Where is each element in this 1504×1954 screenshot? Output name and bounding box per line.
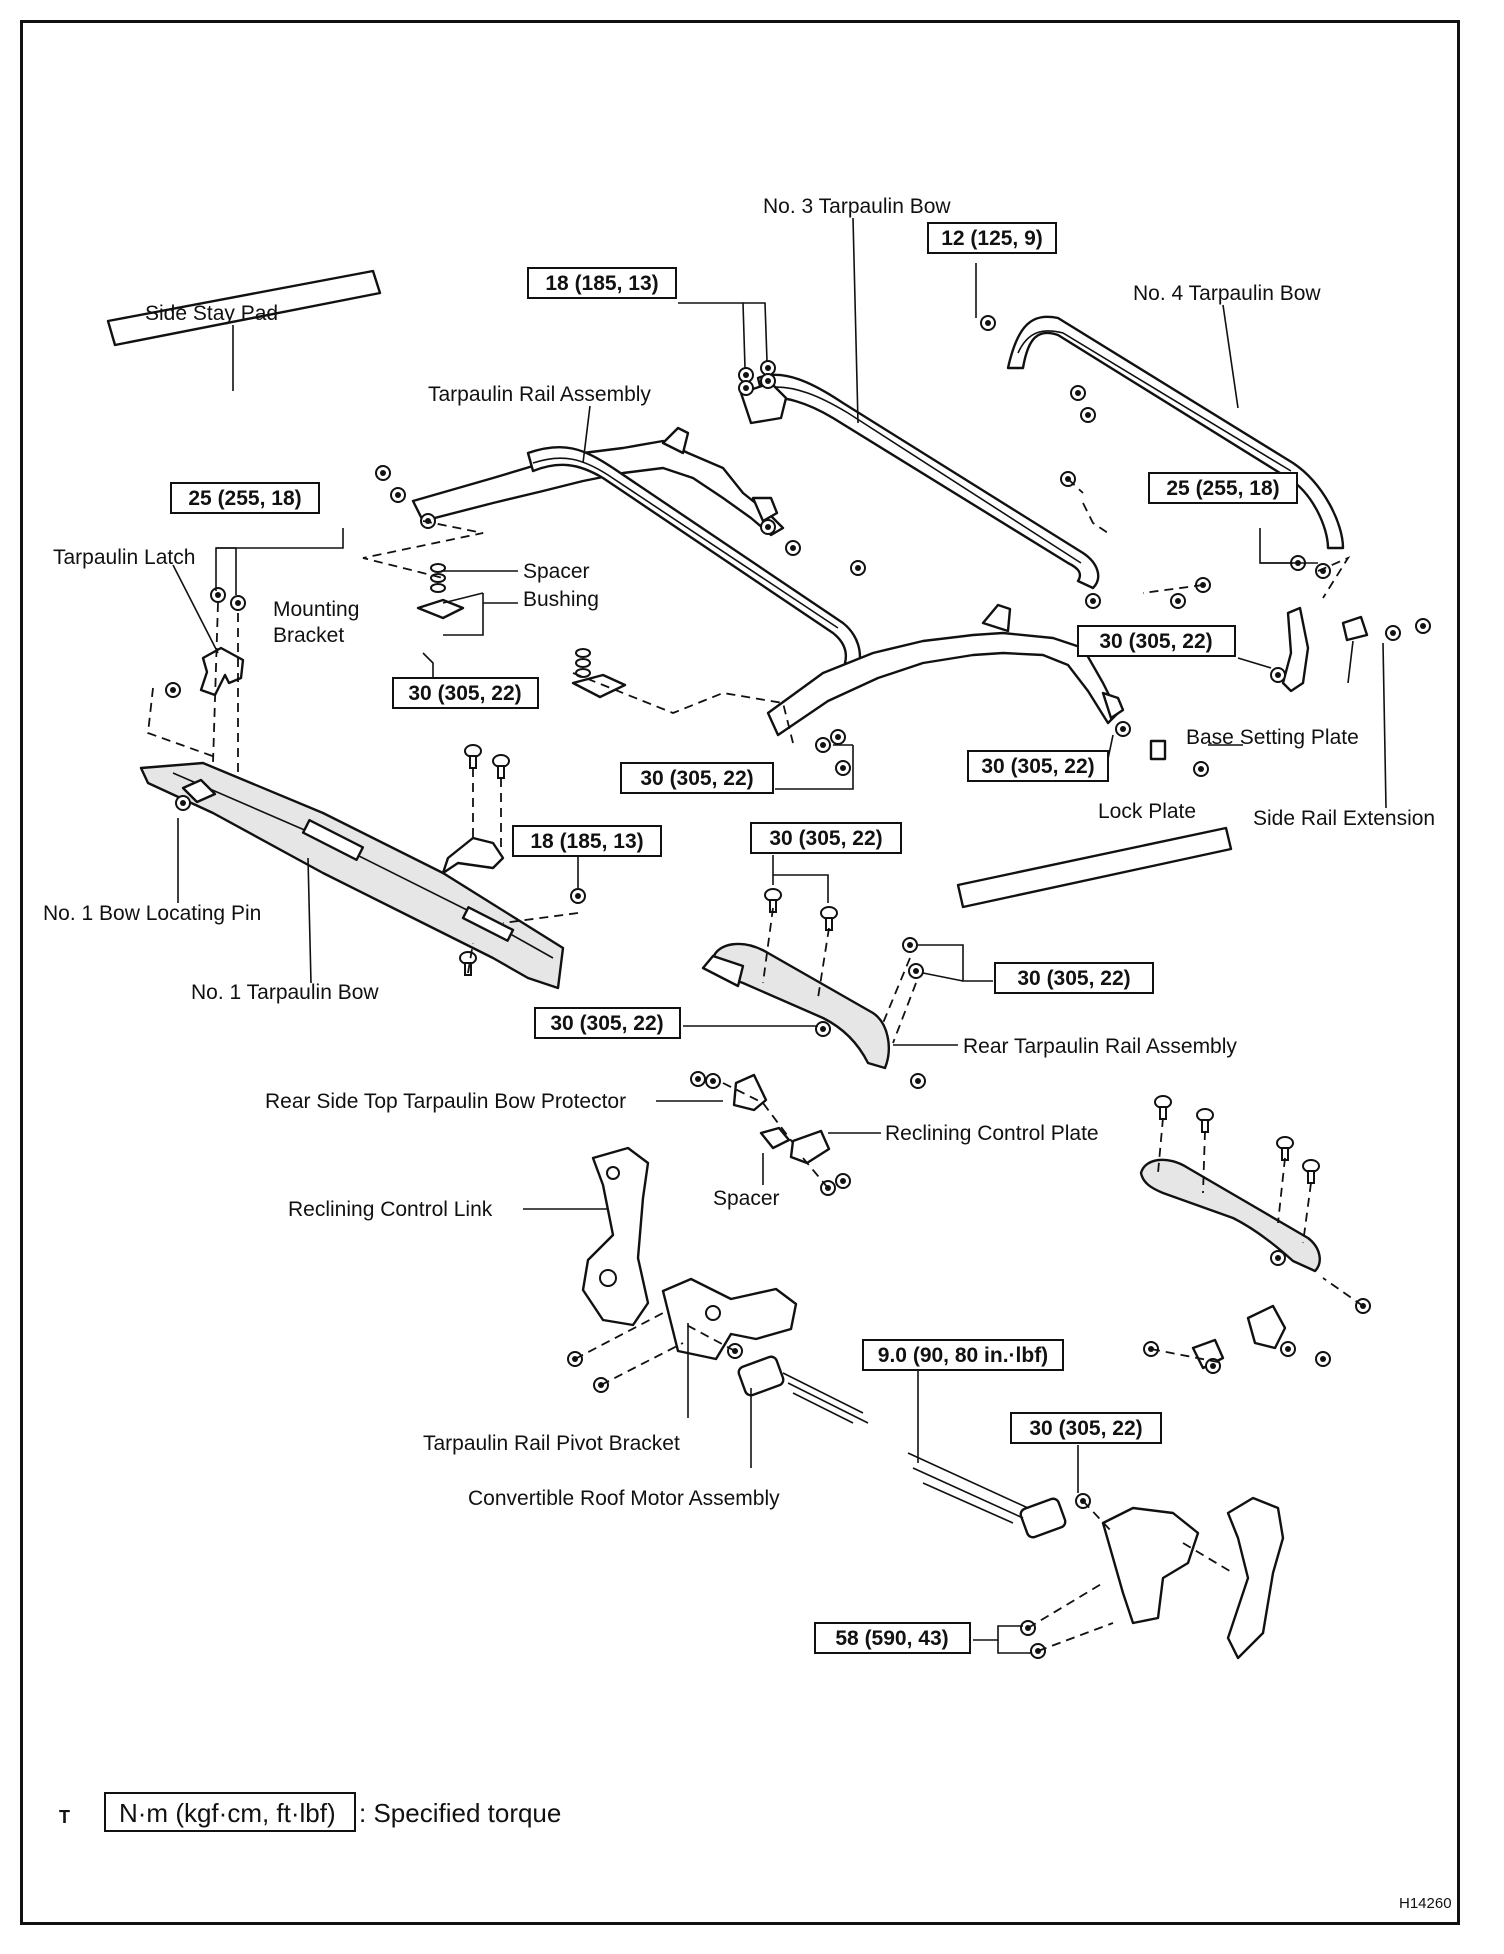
right-small-plate-part — [1246, 1304, 1287, 1350]
label-no1-bow-locating-pin: No. 1 Bow Locating Pin — [43, 902, 261, 925]
rear-tarpaulin-rail-right-part — [1139, 1158, 1321, 1273]
side-stay-pad-left — [106, 269, 382, 347]
side-stay-pad-right — [956, 826, 1233, 909]
label-no4-tarpaulin-bow: No. 4 Tarpaulin Bow — [1133, 282, 1321, 305]
right-pivot-bracket-part — [1101, 1506, 1200, 1625]
rear-tarpaulin-rail-assembly-part — [701, 942, 890, 1070]
label-spacer-upper: Spacer — [523, 560, 590, 583]
torque-spec-30-305-22-right-lower: 30 (305, 22) — [967, 750, 1109, 782]
label-lock-plate: Lock Plate — [1098, 800, 1196, 823]
legend-symbol: T — [59, 1807, 70, 1827]
figure-id: H14260 — [1399, 1895, 1452, 1912]
label-mounting-bracket-2: Bracket — [273, 624, 344, 647]
label-convertible-roof-motor-assembly: Convertible Roof Motor Assembly — [468, 1487, 780, 1510]
svg-text:25 (255, 18): 25 (255, 18) — [1166, 477, 1279, 500]
right-motor-part — [907, 1452, 1067, 1539]
svg-text:25 (255, 18): 25 (255, 18) — [188, 487, 301, 510]
label-tarpaulin-rail-assembly: Tarpaulin Rail Assembly — [428, 383, 651, 406]
label-no3-tarpaulin-bow: No. 3 Tarpaulin Bow — [763, 195, 951, 218]
svg-text:30 (305, 22): 30 (305, 22) — [550, 1012, 663, 1035]
convertible-roof-motor-assembly-part — [737, 1355, 869, 1424]
label-tarpaulin-rail-pivot-bracket: Tarpaulin Rail Pivot Bracket — [423, 1432, 680, 1455]
base-setting-plate-part — [1281, 606, 1310, 693]
reclining-control-plate-part — [789, 1129, 831, 1165]
label-reclining-control-link: Reclining Control Link — [288, 1198, 493, 1221]
torque-spec-18-185-13-top: 18 (185, 13) — [527, 267, 677, 299]
tarpaulin-rail-pivot-bracket-part — [661, 1277, 798, 1361]
svg-text:9.0 (90, 80 in.·lbf): 9.0 (90, 80 in.·lbf) — [878, 1344, 1048, 1367]
svg-text:30 (305, 22): 30 (305, 22) — [1029, 1417, 1142, 1440]
svg-text:30 (305, 22): 30 (305, 22) — [408, 682, 521, 705]
label-no1-tarpaulin-bow: No. 1 Tarpaulin Bow — [191, 981, 379, 1004]
svg-text:30 (305, 22): 30 (305, 22) — [1017, 967, 1130, 990]
right-reclining-link-part — [1226, 1496, 1285, 1660]
torque-spec-30-305-22-right-upper: 30 (305, 22) — [1077, 625, 1236, 657]
tarpaulin-latch-part — [199, 646, 245, 697]
torque-spec-25-255-18-right: 25 (255, 18) — [1148, 472, 1298, 504]
torque-spec-9-90-80: 9.0 (90, 80 in.·lbf) — [862, 1339, 1064, 1371]
label-bushing: Bushing — [523, 588, 599, 611]
torque-spec-30-305-22-bracket: 30 (305, 22) — [392, 677, 539, 709]
torque-spec-18-185-13-mid: 18 (185, 13) — [512, 825, 662, 857]
label-tarpaulin-latch: Tarpaulin Latch — [53, 546, 195, 569]
mounting-bracket-part — [416, 563, 627, 699]
label-rear-tarpaulin-rail-assembly: Rear Tarpaulin Rail Assembly — [963, 1035, 1237, 1058]
no1-bow-bracket-part — [441, 836, 505, 875]
torque-spec-58-590-43: 58 (590, 43) — [814, 1622, 971, 1654]
torque-spec-30-305-22-rear-top: 30 (305, 22) — [750, 822, 902, 854]
no3-tarpaulin-bow-part — [739, 373, 1100, 590]
torque-spec-30-305-22-rear-right: 30 (305, 22) — [994, 962, 1154, 994]
legend-description: : Specified torque — [359, 1798, 561, 1828]
exploded-parts-diagram: 12 (125, 9) 18 (185, 13) 25 (255, 18) 25… — [43, 195, 1452, 1912]
svg-text:30 (305, 22): 30 (305, 22) — [769, 827, 882, 850]
torque-spec-12-125-9: 12 (125, 9) — [927, 222, 1057, 254]
label-mounting-bracket-1: Mounting — [273, 598, 359, 621]
no4-tarpaulin-bow-part — [1006, 315, 1345, 550]
reclining-control-link-part — [581, 1146, 650, 1327]
svg-text:58 (590, 43): 58 (590, 43) — [835, 1627, 948, 1650]
alignment-lines — [147, 478, 1364, 1652]
spacer-lower-part — [759, 1126, 791, 1150]
side-rail-extension-part — [1341, 615, 1369, 642]
lock-plate-part — [1149, 739, 1167, 761]
torque-connector-lines — [215, 263, 1318, 1654]
label-base-setting-plate: Base Setting Plate — [1186, 726, 1359, 749]
torque-spec-30-305-22-rear-left: 30 (305, 22) — [534, 1007, 681, 1039]
label-reclining-control-plate: Reclining Control Plate — [885, 1122, 1099, 1145]
label-side-rail-extension: Side Rail Extension — [1253, 807, 1435, 830]
no1-tarpaulin-bow-part — [139, 761, 565, 990]
torque-spec-30-305-22-motor: 30 (305, 22) — [1010, 1412, 1162, 1444]
svg-text:18 (185, 13): 18 (185, 13) — [545, 272, 658, 295]
torque-legend: T N·m (kgf·cm, ft·lbf) : Specified torqu… — [59, 1792, 561, 1832]
leader-lines — [172, 217, 1387, 1468]
svg-text:30 (305, 22): 30 (305, 22) — [640, 767, 753, 790]
bow-protector-part — [732, 1073, 768, 1112]
svg-text:30 (305, 22): 30 (305, 22) — [981, 755, 1094, 778]
svg-text:18 (185, 13): 18 (185, 13) — [530, 830, 643, 853]
torque-spec-25-255-18-left: 25 (255, 18) — [170, 482, 320, 514]
tarpaulin-rail-right-part — [766, 603, 1125, 737]
legend-unit: N·m (kgf·cm, ft·lbf) — [119, 1798, 336, 1828]
svg-text:30 (305, 22): 30 (305, 22) — [1099, 630, 1212, 653]
label-bow-protector: Rear Side Top Tarpaulin Bow Protector — [265, 1090, 626, 1113]
label-spacer-lower: Spacer — [713, 1187, 780, 1210]
svg-text:12 (125, 9): 12 (125, 9) — [941, 227, 1043, 250]
diagram-frame: 12 (125, 9) 18 (185, 13) 25 (255, 18) 25… — [20, 20, 1460, 1925]
label-side-stay-pad: Side Stay Pad — [145, 302, 278, 325]
torque-spec-30-305-22-center: 30 (305, 22) — [620, 762, 774, 794]
